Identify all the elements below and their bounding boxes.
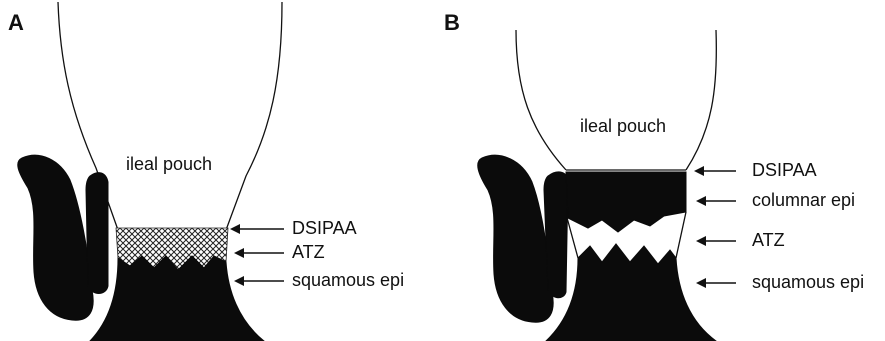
panel-b-squamous-arrowhead <box>696 278 706 288</box>
panel-a-atz-label: ATZ <box>292 242 325 262</box>
panel-b-pouch-outline <box>516 30 716 170</box>
panel-b-squamous-base <box>546 244 716 341</box>
panel-b: B ileal pouch DSIPAA columnar epi ATZ sq… <box>444 10 864 341</box>
panel-b-atz-label: ATZ <box>752 230 785 250</box>
panel-a-atz-arrowhead <box>234 248 244 258</box>
panel-a-internal-sphincter <box>86 173 108 294</box>
panel-b-squamous-label: squamous epi <box>752 272 864 292</box>
panel-a-squamous-base <box>90 256 264 341</box>
panel-b-atz-arrowhead <box>696 236 706 246</box>
panel-a-dsipaa-arrowhead <box>230 224 240 234</box>
panel-b-external-sphincter <box>478 155 553 322</box>
panel-a-squamous-label: squamous epi <box>292 270 404 290</box>
panel-a-ileal-pouch-label: ileal pouch <box>126 154 212 174</box>
panel-b-dsipaa-label: DSIPAA <box>752 160 817 180</box>
panel-b-columnar-label: columnar epi <box>752 190 855 210</box>
panel-b-columnar-arrowhead <box>696 196 706 206</box>
panel-b-columnar-band <box>566 172 686 232</box>
panel-a-letter: A <box>8 10 24 35</box>
panel-b-internal-sphincter <box>544 172 568 298</box>
panel-b-dsipaa-arrowhead <box>694 166 704 176</box>
panel-b-letter: B <box>444 10 460 35</box>
panel-a: A ileal pouch DSIPAA ATZ squamous epi <box>8 2 404 341</box>
panel-b-ileal-pouch-label: ileal pouch <box>580 116 666 136</box>
panel-a-dsipaa-label: DSIPAA <box>292 218 357 238</box>
panel-a-external-sphincter <box>18 155 93 320</box>
panel-a-squamous-arrowhead <box>234 276 244 286</box>
